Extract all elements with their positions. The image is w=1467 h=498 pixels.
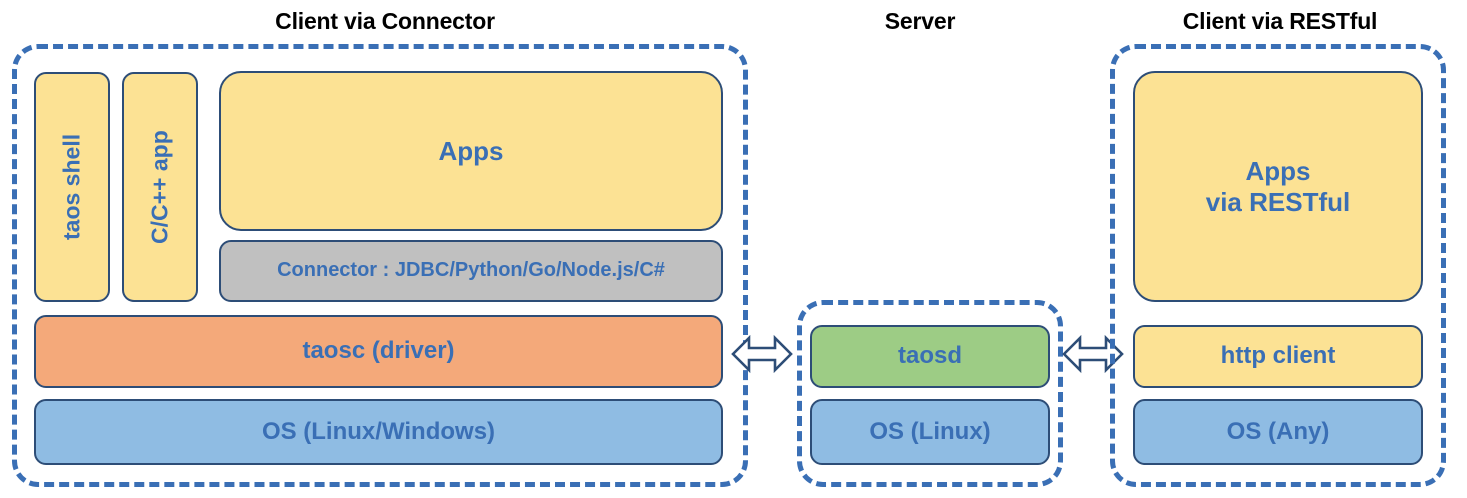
- block-apps-via-restful[interactable]: Apps via RESTful: [1133, 71, 1423, 302]
- block-apps-connector[interactable]: Apps: [219, 71, 723, 231]
- panel-title-restful: Client via RESTful: [1182, 8, 1378, 34]
- block-os-any[interactable]: OS (Any): [1133, 399, 1423, 465]
- block-os-linux-windows[interactable]: OS (Linux/Windows): [34, 399, 723, 465]
- block-connector-list[interactable]: Connector : JDBC/Python/Go/Node.js/C#: [219, 240, 723, 302]
- block-apps-via-restful-line2: via RESTful: [1205, 186, 1351, 217]
- panel-title-connector: Client via Connector: [275, 8, 495, 34]
- group-box-client-via-connector: [12, 44, 748, 487]
- block-taosd[interactable]: taosd: [810, 325, 1050, 388]
- group-box-client-via-restful: [1110, 44, 1446, 487]
- block-taos-shell[interactable]: taos shell: [34, 72, 110, 302]
- block-apps-via-restful-line1: Apps: [1245, 155, 1311, 186]
- left-right-arrow-icon-server-restful: [1062, 330, 1124, 378]
- left-right-arrow-icon-connector-server: [731, 330, 793, 378]
- block-taosc-driver[interactable]: taosc (driver): [34, 315, 723, 388]
- block-http-client[interactable]: http client: [1133, 325, 1423, 388]
- block-c-cpp-app[interactable]: C/C++ app: [122, 72, 198, 302]
- panel-title-server: Server: [884, 8, 956, 34]
- group-box-server: [797, 300, 1063, 487]
- block-os-linux[interactable]: OS (Linux): [810, 399, 1050, 465]
